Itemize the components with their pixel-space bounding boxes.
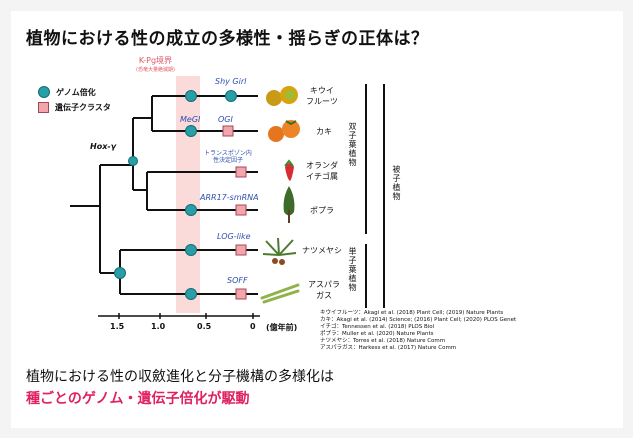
axis-tick-1-5: 1.5 (110, 322, 125, 331)
kiwi-slice-icon (285, 90, 295, 100)
reference-ichigo: イチゴ：Tennessen et al. (2018) PLOS Biol (320, 324, 435, 330)
date-fruit-icon (272, 258, 278, 264)
kpg-band (176, 76, 200, 313)
genome-dup-date-palm (185, 244, 197, 256)
species-poplar: ポプラ (310, 205, 334, 216)
clade-dicots: 双子葉植物 (348, 122, 357, 167)
genome-dup-asparagus (185, 288, 197, 300)
species-kaki-line1: カキ (316, 127, 332, 136)
gene-soff: SOFF (227, 276, 248, 285)
kpg-sublabel: (恐竜大量絶滅期) (136, 67, 175, 73)
species-pictograms (260, 86, 300, 304)
genome-dup-monocot (114, 267, 126, 279)
gene-transposon-line2: 性決定因子 (212, 157, 243, 164)
gene-cluster-markers (222, 125, 247, 300)
axis-tick-1-0: 1.0 (151, 322, 166, 331)
species-ichigo-line2: イチゴ属 (306, 172, 338, 181)
gene-log-like: LOG-like (217, 232, 251, 241)
gene-cluster-date-palm (235, 244, 247, 256)
gene-ogi: OGI (218, 115, 233, 124)
genome-dup-kaki (185, 125, 197, 137)
asparagus-icon (260, 283, 300, 304)
gene-cluster-ichigo (235, 166, 247, 178)
legend-genome-label: ゲノム倍化 (56, 87, 96, 97)
strawberry-icon (285, 163, 294, 181)
date-palm-icon (262, 237, 297, 256)
reference-asparagus: アスパラガス：Harkess et al. (2017) Nature Comm (320, 345, 457, 351)
axis-tick-0: 0 (250, 322, 256, 331)
clade-angiosperms: 被子植物 (392, 165, 401, 201)
slide-title: 植物における性の成立の多様性・揺らぎの正体は？ (26, 29, 429, 49)
species-date-palm-line1: ナツメヤシ (302, 246, 342, 255)
species-date-palm: ナツメヤシ (302, 245, 342, 256)
gene-megi: MeGI (180, 115, 201, 124)
legend-cluster-label: 遺伝子クラスタ (55, 103, 111, 112)
species-kiwi-line1: キウイ (309, 86, 334, 95)
species-asparagus-line2: ガス (316, 291, 332, 300)
genome-dup-kiwi-1 (185, 90, 197, 102)
genome-duplication-markers (114, 90, 237, 300)
reference-poplar: ポプラ：Muller et al. (2020) Nature Plants (320, 331, 434, 337)
reference-kaki: カキ：Akagi et al. (2014) Science; (2016) P… (320, 317, 517, 323)
gene-cluster-kaki (222, 125, 234, 137)
slide (11, 11, 623, 428)
species-kiwi: キウイ フルーツ (306, 85, 338, 107)
genome-dup-core-eudicot (128, 156, 138, 166)
axis-unit: (億年前) (266, 323, 298, 332)
species-ichigo: オランダ イチゴ属 (306, 160, 338, 182)
gene-cluster-marker-icon (38, 102, 49, 113)
kiwi-fruit-icon (266, 90, 282, 106)
kpg-label: K-Pg境界 (138, 56, 173, 65)
conclusion-line-1: 植物における性の収斂進化と分子機構の多様化は (26, 369, 334, 385)
species-asparagus: アスパラ ガス (308, 279, 340, 301)
reference-date-palm: ナツメヤシ：Torres et al. (2018) Nature Comm (320, 338, 446, 344)
time-axis (98, 313, 260, 319)
date-fruit-icon (279, 259, 285, 265)
references: キウイフルーツ：Akagi et al. (2018) Plant Cell; … (320, 310, 612, 352)
gene-shy-girl: Shy Girl (215, 77, 247, 86)
genome-dup-poplar (185, 204, 197, 216)
gene-cluster-asparagus (235, 288, 247, 300)
conclusion-line-2: 種ごとのゲノム・遺伝子倍化が駆動 (26, 391, 250, 407)
legend-genome-duplication: ゲノム倍化 (38, 86, 96, 98)
persimmon-calyx-icon (285, 120, 297, 126)
gene-transposon: トランスポゾン内 性決定因子 (204, 150, 252, 164)
species-poplar-line1: ポプラ (310, 206, 334, 215)
persimmon-icon (282, 120, 300, 138)
gene-transposon-line1: トランスポゾン内 (204, 150, 252, 157)
gene-arr17: ARR17-smRNA (200, 193, 259, 202)
genome-duplication-marker-icon (38, 86, 50, 98)
reference-kiwi: キウイフルーツ：Akagi et al. (2018) Plant Cell; … (320, 310, 504, 316)
strawberry-leaf-icon (284, 159, 294, 167)
gene-hox: Hox-γ (90, 142, 117, 151)
axis-tick-0-5: 0.5 (197, 322, 212, 331)
gene-cluster-poplar (235, 204, 247, 216)
species-ichigo-line1: オランダ (306, 161, 338, 170)
species-asparagus-line1: アスパラ (308, 280, 340, 289)
species-kiwi-line2: フルーツ (306, 97, 338, 106)
poplar-tree-icon (283, 186, 295, 216)
species-kaki: カキ (316, 126, 332, 137)
genome-dup-kiwi-2 (225, 90, 237, 102)
kpg-boundary-label: K-Pg境界 (恐竜大量絶滅期) (136, 55, 175, 73)
persimmon-icon (268, 126, 284, 142)
legend-gene-cluster: 遺伝子クラスタ (38, 102, 111, 113)
clade-brackets (365, 84, 385, 308)
clade-monocots: 単子葉植物 (348, 247, 357, 292)
